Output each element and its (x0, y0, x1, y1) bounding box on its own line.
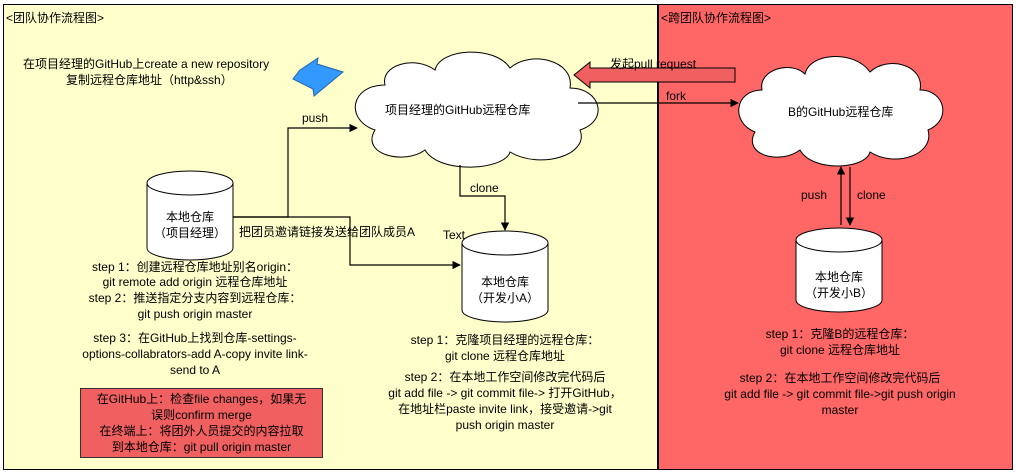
cloud-pm-shape (354, 51, 599, 168)
pm-step-line: step 2：推送指定分支内容到远程仓库： (88, 291, 302, 305)
clone-label-b: clone (857, 188, 886, 202)
merge-note-line: 到本地仓库：git pull origin master (111, 440, 292, 454)
cloud-b-label: B的GitHub远程仓库 (788, 105, 894, 119)
fork-label: fork (666, 89, 687, 103)
push-arrow-pm (233, 123, 358, 218)
local-b-line2: （开发小B） (804, 286, 873, 300)
merge-note-line: 误则confirm merge (151, 408, 252, 422)
merge-note-line: 在终端上：将团外人员提交的内容拉取 (99, 424, 304, 438)
cylinder-pm (146, 170, 234, 261)
a-step-line: step 1：克隆项目经理的远程仓库： (410, 333, 600, 347)
clone-arrow-a (459, 165, 510, 231)
clone-label: clone (470, 181, 499, 195)
invite-arrow (233, 216, 461, 270)
local-pm-line2: （项目经理） (153, 226, 226, 240)
invite-label: 把团员邀请链接发送给团队成员A (239, 225, 416, 239)
text-label: Text (443, 228, 466, 242)
team-panel-title: <团队协作流程图> (6, 11, 105, 25)
intro-line-2: 复制远程仓库地址（http&ssh） (66, 73, 233, 87)
push-label: push (302, 111, 329, 125)
local-b-line1: 本地仓库 (814, 270, 863, 284)
b-step-line: master (821, 403, 859, 417)
a-step-line: step 2：在本地工作空间修改完代码后 (404, 370, 606, 384)
a-step-line: 在地址栏paste invite link，接受邀请->git (398, 402, 612, 416)
b-step-line: step 1：克隆B的远程仓库： (765, 327, 915, 341)
local-pm-line1: 本地仓库 (165, 210, 214, 224)
local-a-line2: （开发小A） (470, 291, 539, 305)
pm-step-line: git push origin master (137, 307, 253, 321)
merge-note-line: 在GitHub上：检查file changes，如果无 (96, 392, 307, 406)
pull-request-arrow (573, 60, 736, 90)
pm-step-line: step 1：创建远程仓库地址别名origin： (91, 260, 299, 274)
a-step-line: push origin master (455, 418, 555, 432)
pm-step-line: options-collabrators-add A-copy invite l… (82, 347, 308, 361)
cloud-b-shape (738, 56, 944, 167)
pm-step-line: send to A (169, 363, 221, 377)
pm-step-line: step 3：在GitHub上找到仓库-settings- (93, 331, 297, 345)
a-step-line: git add file -> git commit file-> 打开GitH… (388, 386, 622, 400)
cloud-pm-label: 项目经理的GitHub远程仓库 (385, 103, 531, 117)
b-step-line: step 2：在本地工作空间修改完代码后 (739, 371, 941, 385)
cross-team-panel-title: <跨团队协作流程图> (661, 11, 772, 25)
b-step-line: git clone 远程仓库地址 (779, 343, 901, 357)
intro-line-1: 在项目经理的GitHub上create a new repository (23, 57, 270, 71)
merge-note-box: 在GitHub上：检查file changes，如果无 误则confirm me… (80, 388, 323, 458)
pm-step-line: git remote add origin 远程仓库地址 (102, 275, 288, 289)
cylinder-a (461, 230, 549, 323)
cylinder-b (795, 227, 883, 313)
a-step-line: git clone 远程仓库地址 (444, 349, 566, 363)
local-a-line1: 本地仓库 (480, 275, 529, 289)
blue-arrow (292, 56, 345, 97)
b-step-line: git add file -> git commit file->git pus… (724, 387, 956, 401)
push-label-b: push (801, 188, 828, 202)
pull-request-label: 发起pull request (610, 57, 697, 71)
